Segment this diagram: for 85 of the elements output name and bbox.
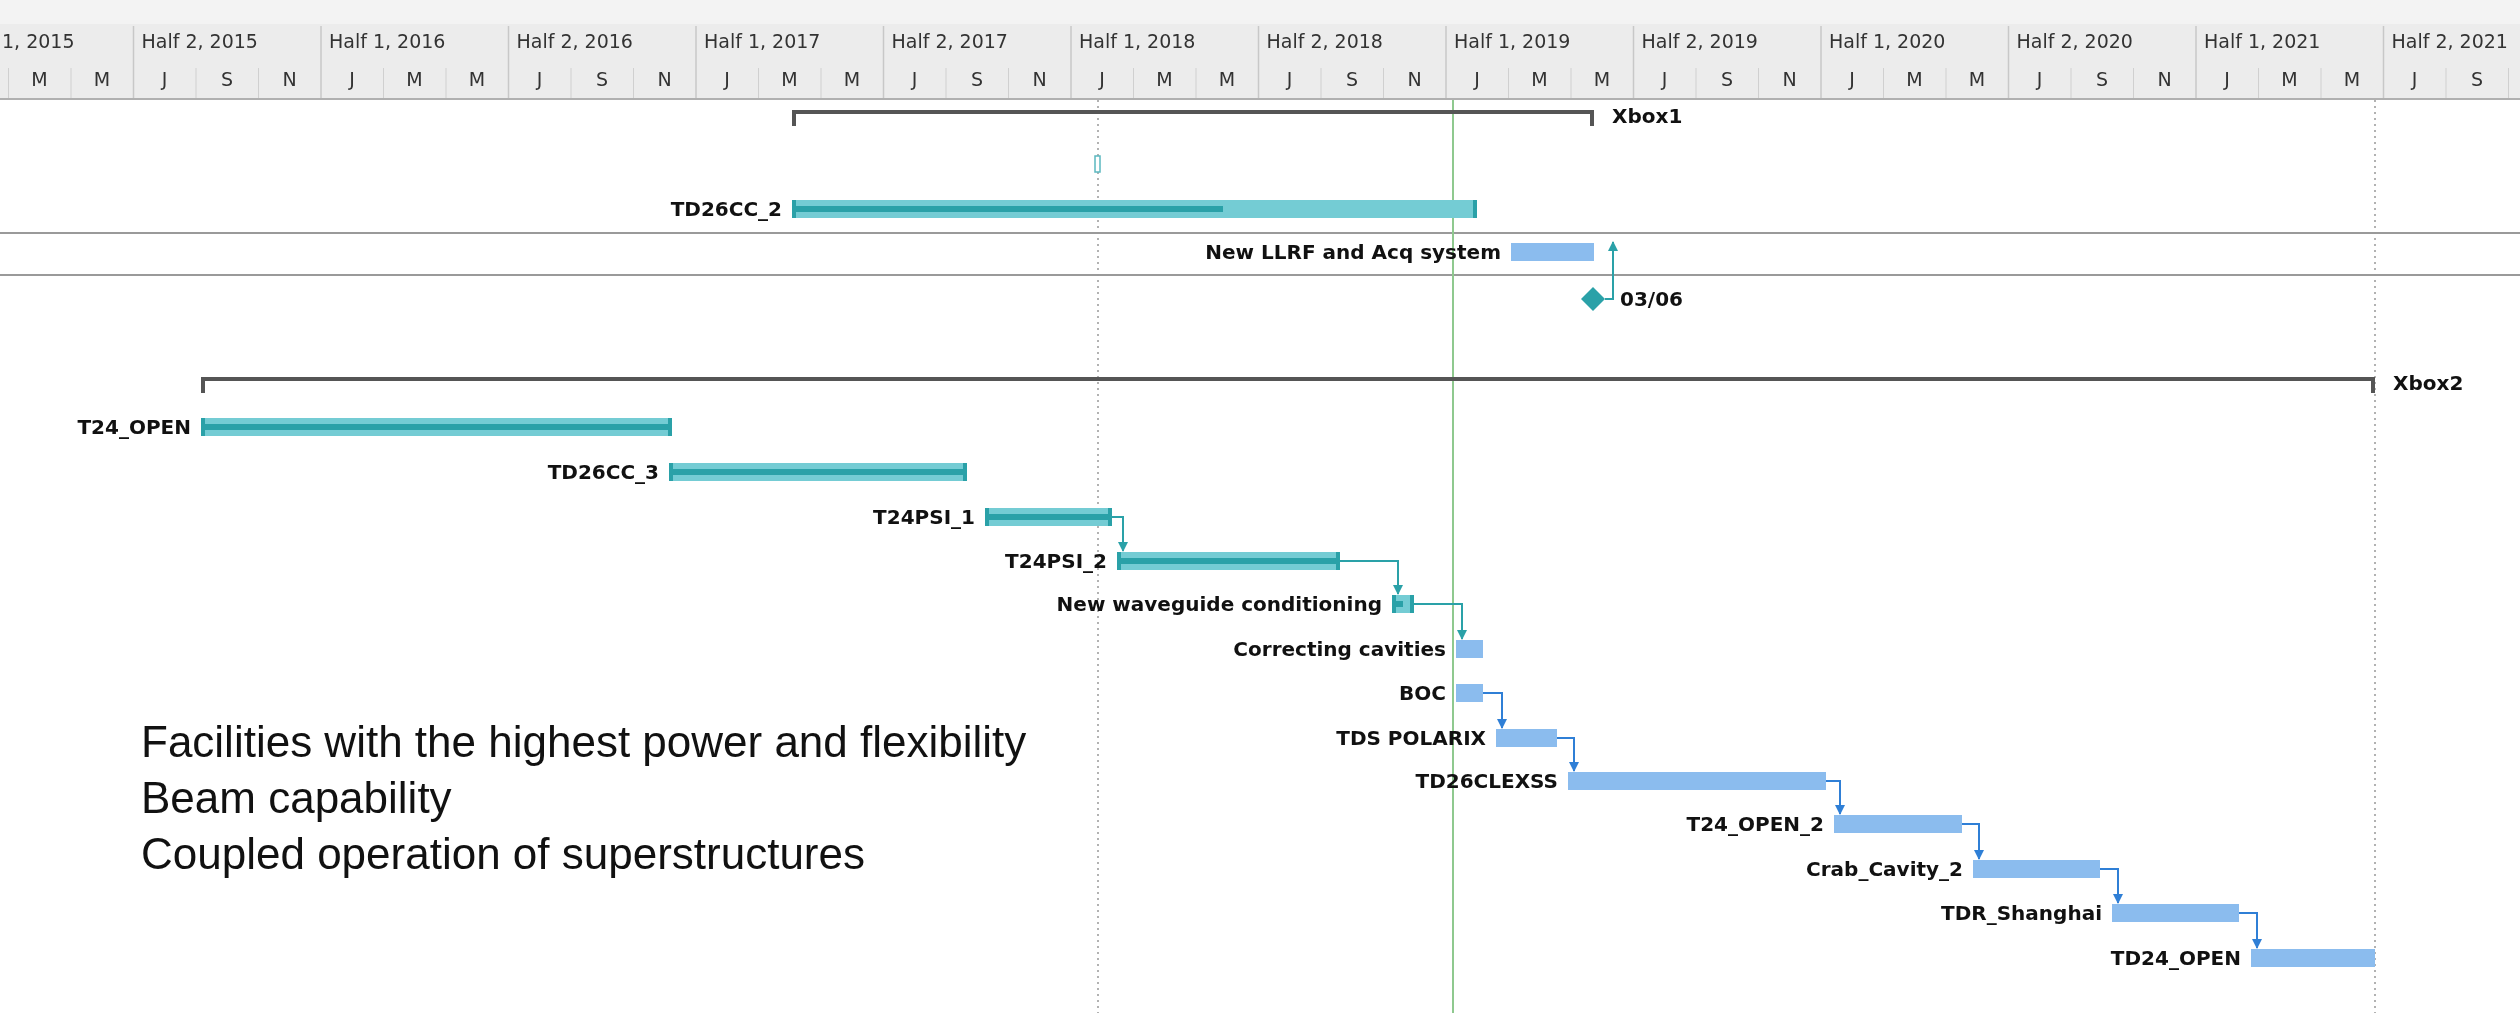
period-label: Half 2, 2019: [1641, 30, 1758, 52]
month-label: M: [2280, 68, 2299, 90]
dependency-arrow: [1413, 603, 1467, 640]
month-label: S: [1344, 68, 1360, 90]
month-label: N: [1031, 68, 1048, 90]
period-label: Half 1, 2021: [2204, 30, 2321, 52]
task-label: TD26CC_2: [670, 197, 782, 221]
month-label: M: [1530, 68, 1549, 90]
task-label: TD24_OPEN: [2110, 946, 2241, 970]
note-text: Coupled operation of superstructures: [141, 829, 865, 879]
period-label: Half 1, 2016: [329, 30, 446, 52]
month-label: J: [2409, 68, 2419, 90]
month-label: N: [281, 68, 298, 90]
task-label: New waveguide conditioning: [1056, 592, 1382, 616]
task-label: T24_OPEN_2: [1686, 812, 1824, 836]
task-label: Correcting cavities: [1233, 637, 1446, 661]
month-label: M: [1967, 68, 1987, 90]
month-label: M: [1905, 68, 1924, 90]
month-label: J: [2034, 68, 2044, 90]
dependency-arrow: [1556, 737, 1579, 772]
month-label: S: [2094, 68, 2110, 90]
task-label: TD26CLEXSS: [1415, 769, 1558, 793]
month-label: J: [1472, 68, 1481, 90]
month-label: J: [2222, 68, 2231, 90]
month-label: N: [1781, 68, 1798, 90]
period-label: Half 2, 2021: [2391, 30, 2508, 52]
month-label: J: [347, 68, 356, 90]
task-label: T24PSI_1: [873, 505, 975, 529]
dependency-arrow: [1825, 780, 1845, 815]
month-label: J: [1097, 68, 1106, 90]
date-label: 03/06: [1620, 287, 1683, 311]
month-label: M: [467, 68, 487, 90]
task-label: T24PSI_2: [1005, 549, 1107, 573]
month-label: M: [1592, 68, 1612, 90]
period-label: Half 2, 2015: [141, 30, 258, 52]
period-label: Half 1, 2018: [1079, 30, 1196, 52]
dependency-arrow: [2238, 912, 2262, 949]
note-text: Facilities with the highest power and flexibility: [141, 717, 1027, 767]
period-label: Half 2, 2020: [2016, 30, 2133, 52]
month-label: S: [219, 68, 235, 90]
task-label: TDR_Shanghai: [1941, 901, 2102, 925]
dependency-arrow: [1604, 241, 1618, 300]
month-label: S: [594, 68, 610, 90]
task-label: T24_OPEN: [77, 415, 191, 439]
month-label: N: [2156, 68, 2173, 90]
period-label: Half 1, 2017: [704, 30, 821, 52]
month-label: J: [1847, 68, 1856, 90]
month-label: S: [969, 68, 985, 90]
task-label: BOC: [1399, 681, 1446, 705]
period-label: Half 1, 2019: [1454, 30, 1571, 52]
period-label: Half 1, 2020: [1829, 30, 1946, 52]
month-label: M: [1217, 68, 1237, 90]
dependency-arrow: [1339, 560, 1403, 595]
month-label: S: [2469, 68, 2485, 90]
month-label: J: [909, 68, 919, 90]
dependency-arrow: [1482, 692, 1507, 729]
month-label: J: [1284, 68, 1294, 90]
month-label: M: [2342, 68, 2362, 90]
month-label: J: [722, 68, 731, 90]
dependency-arrow: [1961, 823, 1984, 860]
note-text: Beam capability: [141, 773, 452, 823]
task-label: New LLRF and Acq system: [1205, 240, 1501, 264]
month-label: N: [656, 68, 673, 90]
period-label: 1, 2015: [2, 30, 75, 52]
task-label: Crab_Cavity_2: [1806, 857, 1963, 881]
task-label: Xbox2: [2393, 371, 2464, 395]
dependency-arrow: [1111, 516, 1128, 552]
month-label: M: [92, 68, 112, 90]
task-label: TD26CC_3: [547, 460, 659, 484]
month-label: M: [780, 68, 799, 90]
month-label: M: [842, 68, 862, 90]
month-label: J: [159, 68, 169, 90]
period-label: Half 2, 2018: [1266, 30, 1383, 52]
dependency-arrow: [2099, 868, 2123, 904]
month-label: M: [405, 68, 424, 90]
month-label: S: [1719, 68, 1735, 90]
month-label: J: [534, 68, 544, 90]
month-label: J: [1659, 68, 1669, 90]
task-label: TDS POLARIX: [1336, 726, 1486, 750]
task-label: Xbox1: [1612, 104, 1683, 128]
period-label: Half 2, 2017: [891, 30, 1008, 52]
period-label: Half 2, 2016: [516, 30, 633, 52]
month-label: M: [1155, 68, 1174, 90]
month-label: M: [30, 68, 49, 90]
month-label: N: [1406, 68, 1423, 90]
